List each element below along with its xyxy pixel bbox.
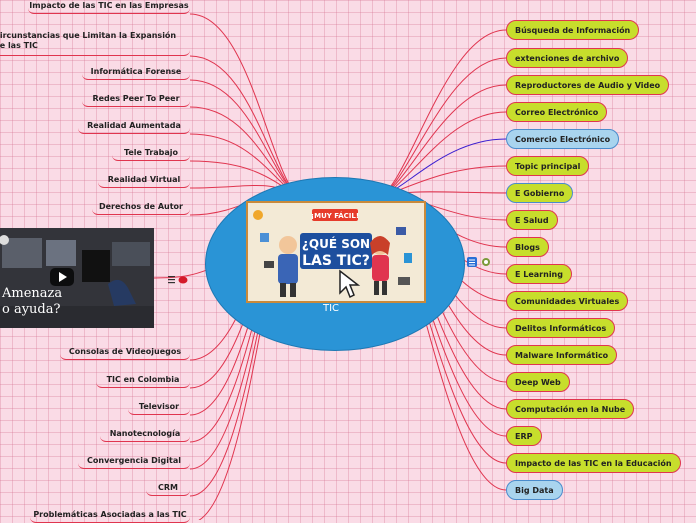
topic-node-right[interactable]: Comercio Electrónico <box>506 129 620 149</box>
svg-text:¿QUÉ SON: ¿QUÉ SON <box>302 236 370 251</box>
central-topic-image: ¡MUY FÁCIL! ¿QUÉ SON LAS TIC? <box>246 201 426 303</box>
topic-node-left[interactable]: Tele Trabajo <box>112 144 190 161</box>
topic-node-left[interactable]: Derechos de Autor <box>92 198 190 215</box>
svg-text:LAS TIC?: LAS TIC? <box>302 253 370 269</box>
topic-node-left[interactable]: Televisor <box>128 398 190 415</box>
topic-node-right[interactable]: E Salud <box>506 210 558 230</box>
topic-node-right[interactable]: Topic principal <box>506 156 590 176</box>
topic-node-right[interactable]: E Learning <box>506 264 572 284</box>
topic-node-right[interactable]: Comunidades Virtuales <box>506 291 629 311</box>
topic-node-right[interactable]: Búsqueda de Información <box>506 20 640 40</box>
clock-icon <box>253 210 263 220</box>
connector-line <box>189 55 301 199</box>
connector-line <box>377 29 507 199</box>
image-caption: ¡MUY FÁCIL! <box>311 211 359 220</box>
topic-node-left[interactable]: Impacto de las TIC en las Empresas <box>28 0 190 14</box>
topic-node-right[interactable]: Reproductores de Audio y Video <box>506 75 670 95</box>
topic-node-right[interactable]: E Gobierno <box>506 183 574 203</box>
topic-node-left[interactable]: Convergencia Digital <box>78 452 190 469</box>
topic-node-left[interactable]: Realidad Virtual <box>98 171 190 188</box>
badge-icon[interactable] <box>467 256 493 270</box>
topic-node-left[interactable]: Nanotecnología <box>100 425 190 442</box>
topic-node-right[interactable]: ERP <box>506 426 542 446</box>
topic-node-left[interactable]: Problemáticas Asociadas a las TIC <box>30 506 190 523</box>
video-illustration <box>0 228 154 328</box>
topic-node-right[interactable]: Big Data <box>506 480 563 500</box>
central-topic-label[interactable]: TIC <box>322 303 340 314</box>
video-thumbnail[interactable] <box>0 228 154 328</box>
topic-node-right[interactable]: extenciones de archivo <box>506 48 629 68</box>
topic-node-left[interactable]: Redes Peer To Peer <box>82 90 190 107</box>
topic-node-left[interactable]: Circunstancias que Limitan la Expansión … <box>0 26 190 56</box>
topic-node-right[interactable]: Malware Informático <box>506 345 618 365</box>
connector-line <box>189 79 301 199</box>
connector-line <box>189 13 301 199</box>
notes-icon[interactable] <box>168 275 188 287</box>
video-caption: Amenaza o ayuda? <box>2 286 63 317</box>
topic-node-left[interactable]: TIC en Colombia <box>96 371 190 388</box>
topic-node-right[interactable]: Computación en la Nube <box>506 399 635 419</box>
topic-node-left[interactable]: Informática Forense <box>82 63 190 80</box>
topic-node-right[interactable]: Impacto de las TIC en la Educación <box>506 453 681 473</box>
topic-node-left[interactable]: CRM <box>146 479 190 496</box>
topic-node-right[interactable]: Delitos Informáticos <box>506 318 616 338</box>
play-icon <box>59 272 67 282</box>
connector-line <box>377 111 507 199</box>
tic-illustration: ¡MUY FÁCIL! ¿QUÉ SON LAS TIC? <box>248 203 424 301</box>
topic-node-right[interactable]: Blogs <box>506 237 549 257</box>
topic-node-right[interactable]: Correo Electrónico <box>506 102 608 122</box>
topic-node-right[interactable]: Deep Web <box>506 372 570 392</box>
topic-node-left[interactable]: Consolas de Videojuegos <box>60 343 190 360</box>
topic-node-left[interactable]: Realidad Aumentada <box>78 117 190 134</box>
